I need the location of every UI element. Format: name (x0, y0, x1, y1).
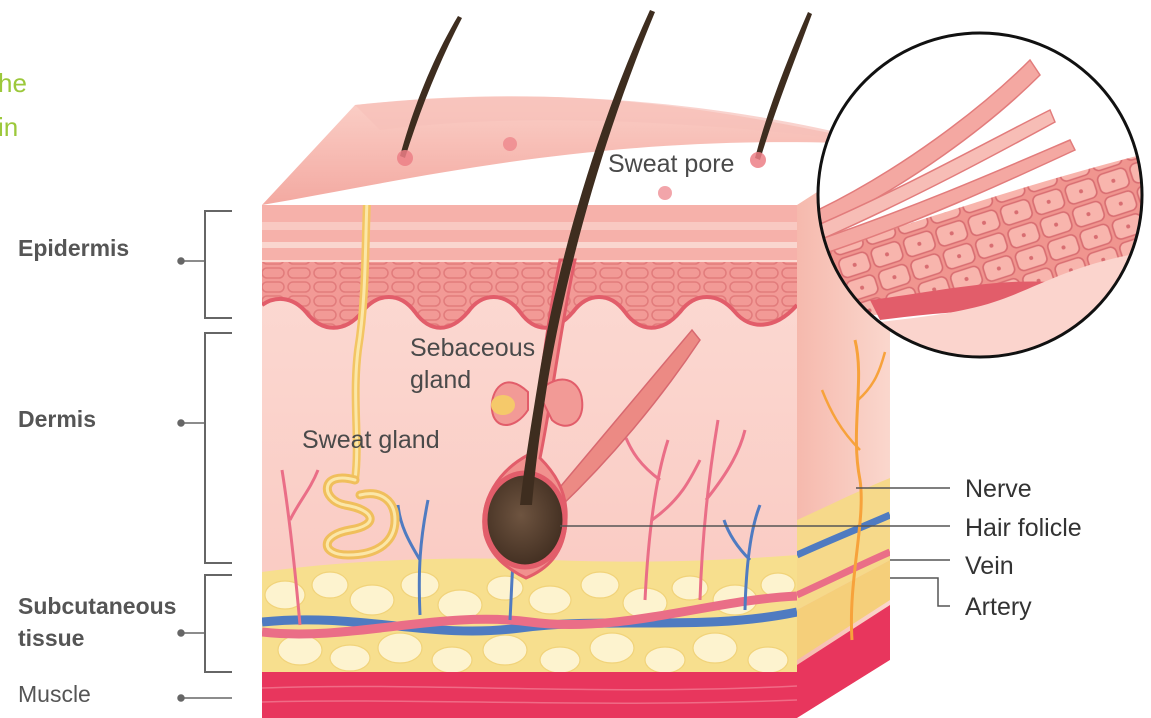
label-sweat-gland: Sweat gland (302, 424, 440, 456)
label-sebaceous-gland: Sebaceous gland (410, 332, 535, 396)
epidermis-layer (262, 205, 797, 260)
layer-brackets (205, 211, 232, 672)
label-muscle: Muscle (18, 678, 91, 710)
muscle-layer (262, 672, 797, 718)
label-artery: Artery (965, 592, 1032, 622)
label-subcutaneous: Subcutaneous tissue (18, 590, 176, 654)
label-dermis: Dermis (18, 403, 96, 435)
label-hair-follicle: Hair folicle (965, 513, 1082, 543)
label-epidermis: Epidermis (18, 232, 129, 264)
label-vein: Vein (965, 551, 1014, 581)
label-sweat-pore: Sweat pore (608, 148, 734, 180)
title-line-2: in (0, 114, 18, 140)
label-nerve: Nerve (965, 474, 1032, 504)
title-line-1: he (0, 70, 27, 96)
